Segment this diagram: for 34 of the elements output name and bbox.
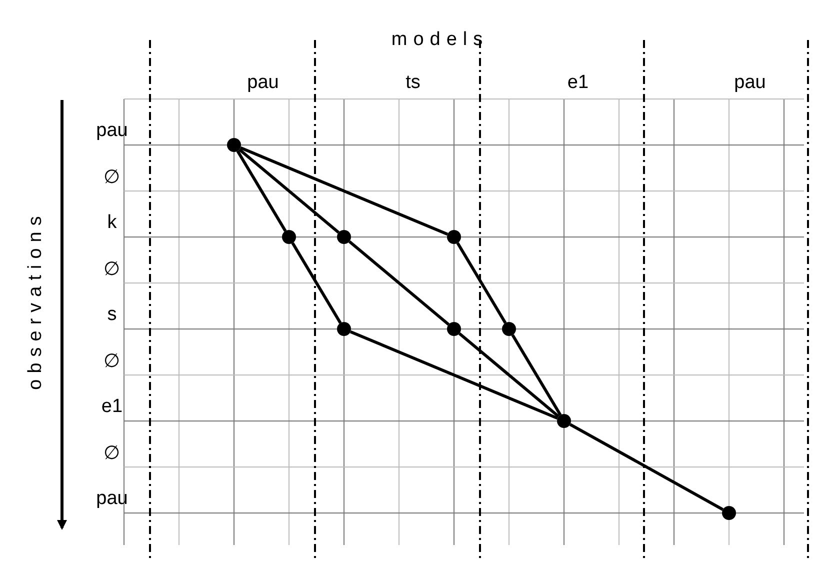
connector-line <box>236 150 287 232</box>
node-dot <box>282 230 296 244</box>
row-label: ∅ <box>104 442 120 465</box>
row-label: ∅ <box>104 166 120 189</box>
node-dot <box>337 230 351 244</box>
row-label: k <box>107 212 117 234</box>
connector-line <box>348 240 450 326</box>
node-dot <box>502 322 516 336</box>
connector-line <box>238 148 340 234</box>
connector-line <box>458 332 560 418</box>
axis-title: models <box>391 29 489 51</box>
row-label: e1 <box>101 396 123 418</box>
row-label: pau <box>96 120 128 142</box>
row-label: ∅ <box>104 350 120 373</box>
connector-line <box>350 330 558 420</box>
node-dot <box>337 322 351 336</box>
node-dot <box>447 322 461 336</box>
connector-line <box>240 146 448 236</box>
axis-title: observations <box>25 210 47 390</box>
connector-line <box>511 334 562 416</box>
node-dot <box>447 230 461 244</box>
column-label: pau <box>247 72 279 94</box>
row-label: s <box>107 304 117 326</box>
column-label: e1 <box>567 72 589 94</box>
row-label: ∅ <box>104 258 120 281</box>
row-label: pau <box>96 488 128 510</box>
connector-line <box>456 242 507 324</box>
connector-line <box>291 242 342 324</box>
connector-line <box>569 423 724 511</box>
node-dot <box>722 506 736 520</box>
column-label: ts <box>406 72 420 94</box>
node-dot <box>557 414 571 428</box>
node-dot <box>227 138 241 152</box>
column-label: pau <box>734 72 766 94</box>
